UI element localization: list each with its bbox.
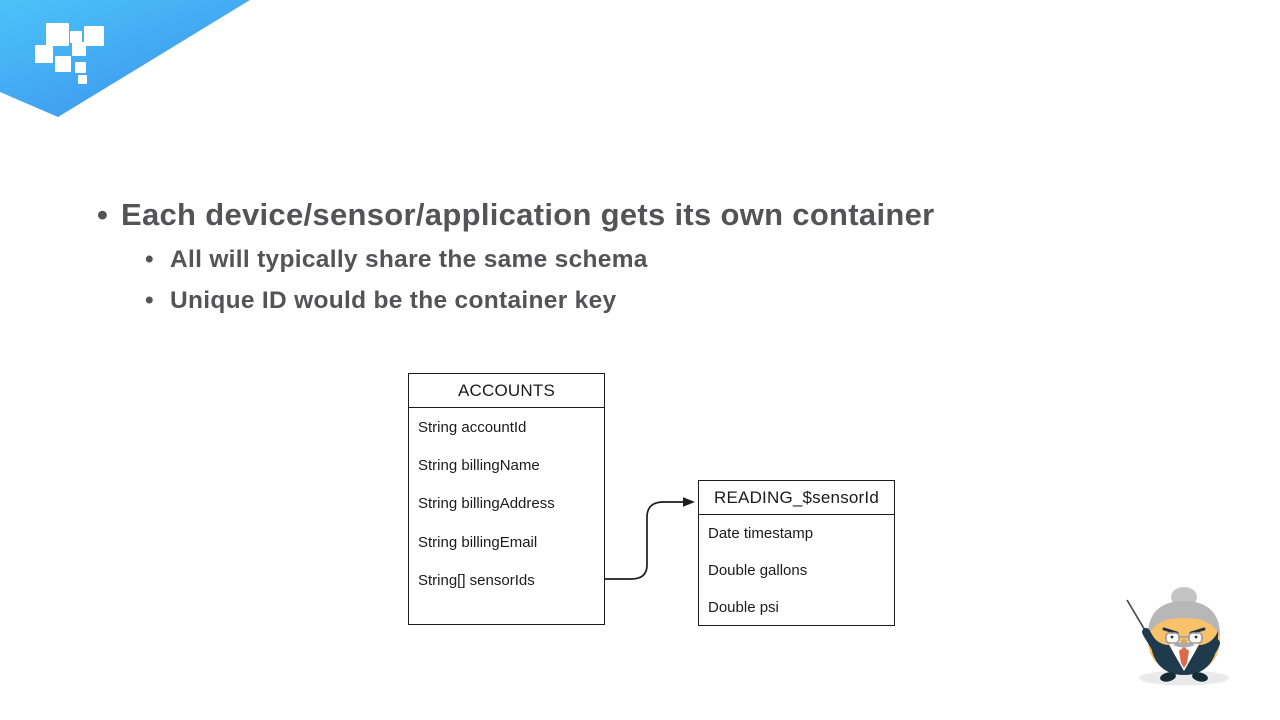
entity-field: String[] sensorIds [418,572,535,590]
entity-field: String billingName [418,457,540,475]
foot-left [1160,672,1176,682]
bullet-sub-2-text: Unique ID would be the container key [170,287,617,314]
entity-title: ACCOUNTS [409,374,604,408]
arm-left [1143,630,1159,651]
jacket-right [1184,631,1219,675]
bullet-marker: • [97,197,109,232]
entity-title: READING_$sensorId [699,481,894,515]
bullet-item-sub-2: • Unique ID would be the container key [145,287,616,315]
pupil-right [1194,635,1198,639]
entity-field: String billingEmail [418,533,538,551]
entity-fields: String accountId String billingName Stri… [409,408,604,600]
bullet-marker: • [145,246,154,273]
entity-box-reading: READING_$sensorId Date timestamp Double … [698,480,895,626]
mustache [1173,642,1195,648]
entity-field: Double gallons [708,562,808,579]
entity-box-accounts: ACCOUNTS String accountId String billing… [408,373,605,625]
bullet-marker: • [145,287,154,314]
bullet-item-main: • Each device/sensor/application gets it… [97,196,935,234]
pupil-left [1170,635,1174,639]
entity-field: Double psi [708,599,779,616]
entity-fields: Date timestamp Double gallons Double psi [699,515,894,626]
bullet-main-text: Each device/sensor/application gets its … [121,197,935,232]
bullet-sub-1-text: All will typically share the same schema [170,246,648,273]
mascot-shadow [1139,670,1229,686]
entity-field: String accountId [418,418,527,436]
brand-logo-banner [0,0,250,117]
foot-right [1192,672,1208,682]
tie [1179,647,1189,668]
relationship-arrow [605,497,695,580]
square-mosaic-logo-icon [35,23,104,84]
entity-field: Date timestamp [708,525,814,542]
pointer-stick-icon [1126,599,1147,633]
bullet-item-sub-1: • All will typically share the same sche… [145,246,648,274]
arm-right [1203,639,1220,657]
arrowhead-icon [683,497,695,507]
entity-field: String billingAddress [418,495,555,513]
mascot-hair [1147,601,1221,637]
professor-mascot-illustration [1126,587,1229,686]
hand-left [1142,628,1150,636]
jacket-left [1149,631,1184,675]
